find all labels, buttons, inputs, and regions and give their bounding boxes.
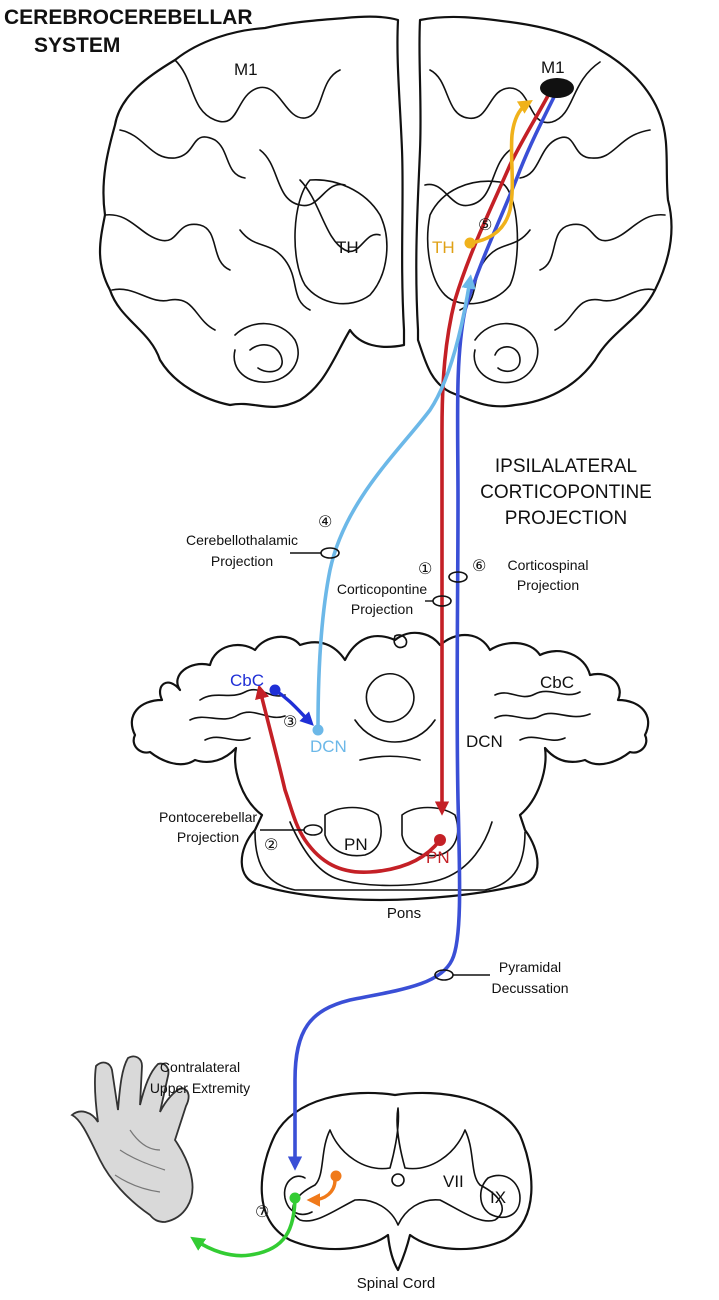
corticospinal-label-line2: Projection (517, 577, 579, 593)
ix-label: IX (490, 1188, 506, 1207)
pontocerebellar-label-line2: Projection (177, 829, 239, 845)
m1-node (540, 78, 574, 98)
step-three-label: ③ (283, 714, 297, 731)
pyramidal-label-line2: Decussation (491, 980, 568, 996)
th-right-label: TH (432, 238, 455, 257)
header-line3: PROJECTION (505, 508, 627, 529)
limb-label-line2: Upper Extremity (150, 1080, 250, 1096)
m1-right-label: M1 (541, 58, 565, 77)
vii-label: VII (443, 1172, 464, 1191)
pontocerebellar-pathway (255, 684, 442, 874)
pn-node (434, 834, 446, 846)
step-seven-label: ⑦ (255, 1204, 269, 1221)
hand-illustration (70, 1055, 194, 1223)
spinal-cord-section (260, 1091, 533, 1272)
limb-label-line1: Contralateral (160, 1059, 240, 1075)
cbc-left-label: CbC (230, 671, 264, 690)
corticopontine-number: ① (418, 561, 432, 578)
cerebellothalamic-pathway (316, 274, 476, 730)
cerebellum-pons-section (130, 631, 650, 902)
m1-left-label: M1 (234, 60, 258, 79)
interneuron-pathway (306, 1178, 337, 1207)
motor-neuron-node (289, 1192, 301, 1204)
interneuron-node (330, 1170, 342, 1182)
corticospinal-label-line1: Corticospinal (508, 557, 589, 573)
th-node (464, 237, 476, 249)
corticopontine-label-line2: Projection (351, 601, 413, 617)
corticopontine-label-line1: Corticopontine (337, 581, 427, 597)
spinal-cord-label: Spinal Cord (357, 1275, 435, 1292)
pn-right-label: PN (426, 848, 450, 867)
thalamocortical-pathway (468, 99, 533, 245)
th-left-label: TH (336, 238, 359, 257)
dcn-left-label: DCN (310, 737, 347, 756)
cerebellothalamic-label-line1: Cerebellothalamic (186, 532, 298, 548)
cerebellothalamic-number: ④ (318, 514, 332, 531)
header-line2: CORTICOPONTINE (480, 482, 652, 503)
diagram-title-line1: CEREBROCEREBELLAR (4, 6, 253, 29)
pontocerebellar-number: ② (264, 837, 278, 854)
corticospinal-marker (448, 571, 468, 583)
motor-output-pathway (190, 1193, 297, 1258)
pyramidal-label-line1: Pyramidal (499, 959, 561, 975)
pn-left-label: PN (344, 835, 368, 854)
cbc-node (269, 684, 281, 696)
corticospinal-pathway (287, 93, 557, 1171)
diagram-title-line2: SYSTEM (34, 34, 120, 57)
header-line1: IPSILALATERAL (495, 456, 637, 477)
pontocerebellar-label-line1: Pontocerebellar (159, 809, 257, 825)
corticospinal-number: ⑥ (472, 558, 486, 575)
dcn-right-label: DCN (466, 732, 503, 751)
dcn-node (312, 724, 324, 736)
cerebellothalamic-label-line2: Projection (211, 553, 273, 569)
pons-label: Pons (387, 905, 421, 922)
brain-coronal-section (98, 15, 673, 408)
cbc-right-label: CbC (540, 673, 574, 692)
step-five-label: ⑤ (478, 217, 492, 234)
pontocerebellar-marker (303, 824, 323, 836)
